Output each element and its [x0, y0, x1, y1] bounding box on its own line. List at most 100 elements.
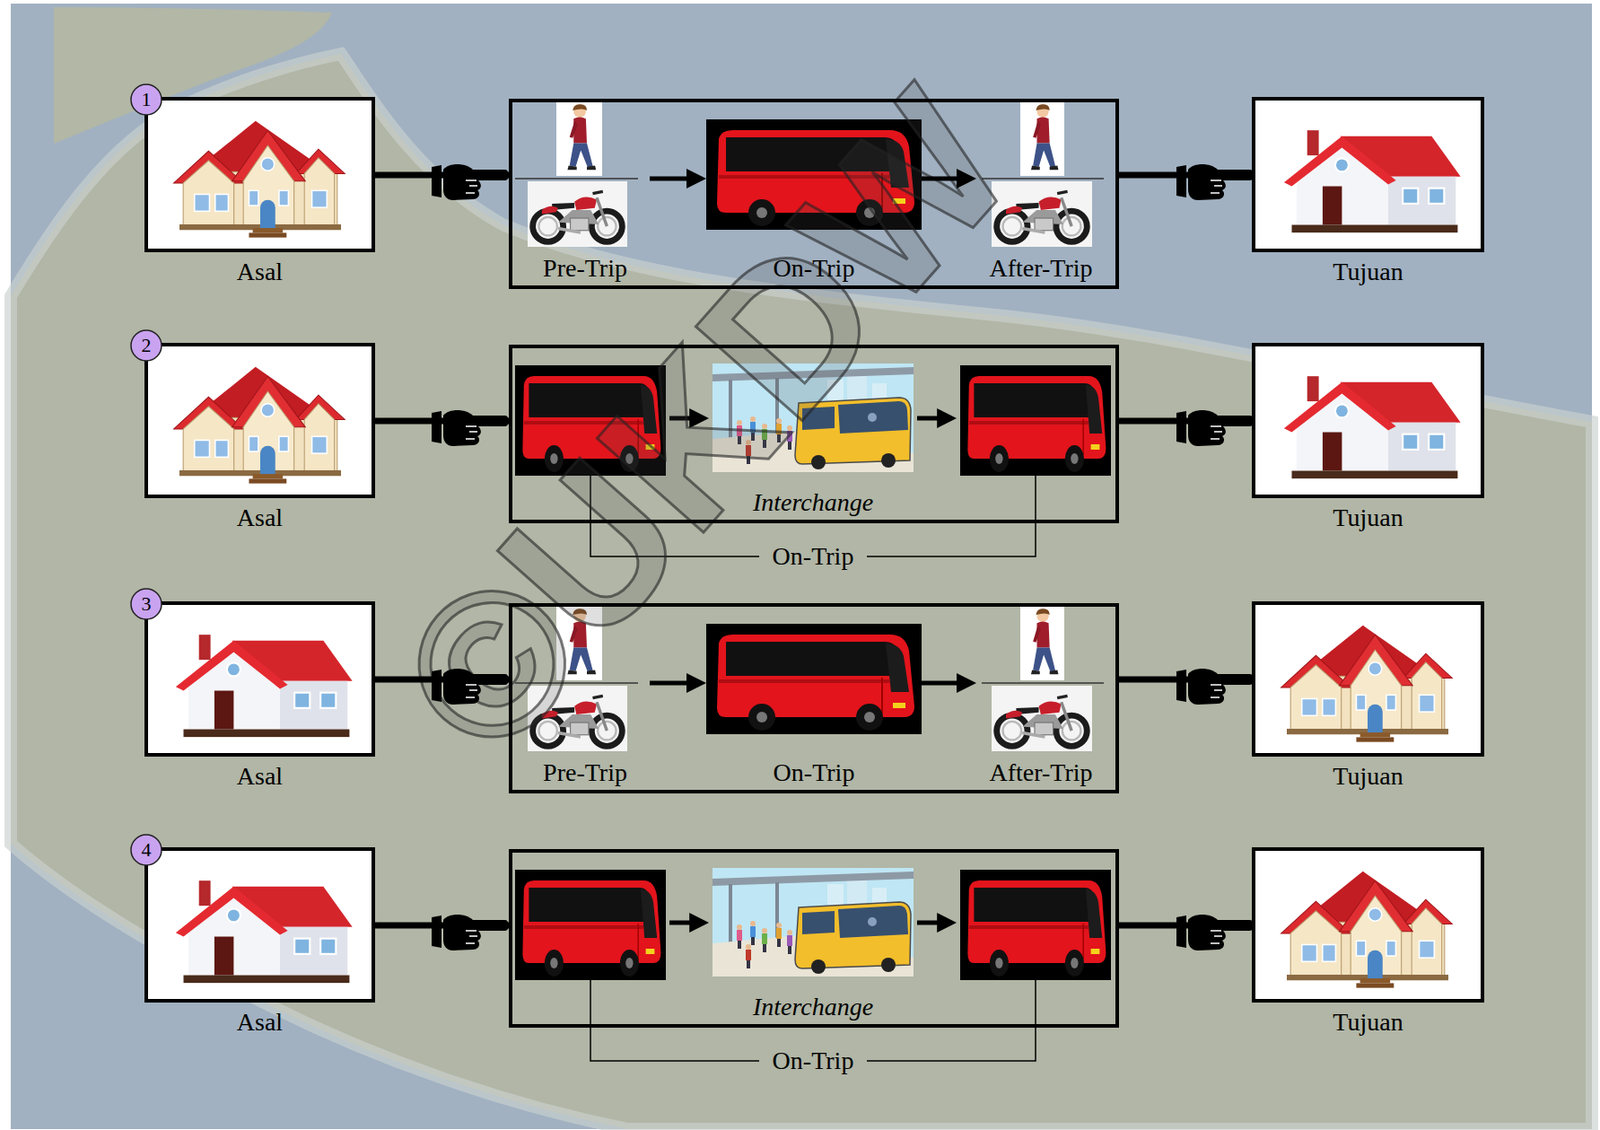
illustration-part — [131, 330, 162, 361]
illustration-part — [175, 634, 353, 737]
pre-trip-panel: Pre-Trip — [520, 102, 650, 285]
flow-arrow — [921, 176, 965, 182]
route-row — [131, 588, 1483, 755]
origin-house-box: Asal — [146, 603, 374, 793]
illustration-part — [515, 177, 639, 180]
flow-arrow — [649, 681, 695, 686]
illustration-part — [712, 363, 914, 473]
illustration-part — [556, 102, 603, 176]
illustration-part — [981, 177, 1104, 180]
illustration-part — [960, 869, 1111, 980]
callout-number: 3 — [141, 593, 152, 615]
illustration-part — [174, 121, 345, 238]
bracket-label: On-Trip — [772, 1047, 855, 1076]
destination-house-box: Tujuan — [1253, 603, 1483, 793]
node-label: Asal — [236, 503, 283, 533]
illustration-part — [515, 365, 666, 476]
origin-house-box: Asal — [146, 98, 374, 289]
illustration-part — [981, 681, 1104, 684]
illustration-part — [917, 920, 945, 926]
illustration-part — [175, 880, 353, 983]
destination-house-box: Tujuan — [1253, 848, 1483, 1039]
node-label: Asal — [236, 1007, 283, 1037]
origin-house-box: Asal — [146, 344, 374, 534]
illustration-part — [556, 606, 603, 681]
illustration-part — [10, 3, 1592, 1129]
node-label: After-Trip — [988, 253, 1093, 283]
illustration-part — [706, 119, 922, 230]
node-label: Tujuan — [1332, 1007, 1403, 1037]
illustration-part — [1253, 98, 1483, 251]
callout-number-box: 2 — [141, 334, 152, 357]
origin-house-box: Asal — [146, 848, 374, 1039]
pointing-hand-arrow — [1119, 676, 1254, 683]
flow-arrow — [921, 681, 965, 686]
illustration-part — [960, 365, 1111, 476]
illustration-part — [991, 685, 1093, 752]
trip-stage-box: Interchange — [508, 848, 1120, 1028]
interchange-panel: Interchange — [712, 360, 914, 519]
route-row — [131, 330, 1483, 557]
pointing-hand-arrow — [1119, 172, 1254, 179]
trip-stage-box: Interchange — [508, 344, 1120, 524]
illustration-part — [146, 603, 374, 755]
node-label: Interchange — [752, 488, 874, 517]
pointing-hand-arrow — [373, 922, 509, 929]
route-row — [131, 834, 1483, 1061]
illustration-part — [515, 681, 639, 684]
callout-number-box: 3 — [141, 593, 152, 615]
destination-house-box: Tujuan — [1253, 344, 1483, 534]
pointing-hand-arrow — [373, 676, 509, 683]
illustration-part — [1020, 102, 1065, 176]
illustration-part — [706, 623, 922, 735]
pointing-hand-arrow — [373, 172, 509, 179]
after-trip-panel: After-Trip — [976, 606, 1106, 789]
illustration-part — [1020, 606, 1065, 681]
node-label: Interchange — [752, 992, 874, 1022]
after-trip-panel: After-Trip — [976, 102, 1106, 285]
callout-number-box: 4 — [141, 839, 152, 861]
node-label: After-Trip — [988, 758, 1093, 787]
node-label: Asal — [236, 761, 283, 791]
on-trip-panel: On-Trip — [706, 606, 922, 789]
pointing-hand-arrow — [1119, 922, 1254, 929]
node-label: Tujuan — [1332, 257, 1403, 287]
bracket-label-box: On-Trip — [772, 542, 855, 571]
illustration-part — [146, 344, 374, 497]
illustration-part — [146, 98, 374, 251]
illustration-part — [669, 920, 698, 926]
interchange-panel: Interchange — [712, 865, 914, 1023]
illustration-part — [1253, 603, 1483, 755]
illustration-part — [174, 367, 345, 484]
flow-arrow — [649, 176, 695, 182]
illustration-part — [527, 181, 628, 247]
pointing-hand-arrow — [1119, 418, 1254, 425]
illustration-part — [131, 834, 162, 866]
illustration-part — [712, 867, 914, 977]
callout-number: 4 — [141, 839, 152, 861]
illustration-part — [1281, 625, 1452, 743]
callout-number: 2 — [141, 334, 152, 357]
illustration-part — [527, 685, 628, 752]
bracket-label-box: On-Trip — [772, 1047, 855, 1076]
node-label: Pre-Trip — [542, 758, 628, 787]
node-label: Tujuan — [1332, 503, 1403, 533]
illustration-part — [515, 869, 666, 980]
trip-stage-box: Pre-Trip On-TripAfter-Trip — [508, 98, 1120, 289]
pre-trip-panel: Pre-Trip — [520, 606, 650, 789]
callout-number: 1 — [141, 88, 152, 111]
route-row — [131, 84, 1483, 251]
callout-number-box: 1 — [141, 88, 152, 111]
destination-house-box: Tujuan — [1253, 98, 1483, 289]
illustration-part — [1284, 375, 1461, 479]
illustration-part — [669, 416, 698, 421]
illustration-part — [1253, 848, 1483, 1001]
on-trip-panel: On-Trip — [706, 102, 922, 285]
illustration-part — [917, 416, 945, 421]
bracket-label: On-Trip — [772, 542, 855, 571]
node-label: On-Trip — [773, 758, 856, 787]
illustration-part — [10, 3, 1592, 1129]
illustration-part — [1253, 344, 1483, 497]
